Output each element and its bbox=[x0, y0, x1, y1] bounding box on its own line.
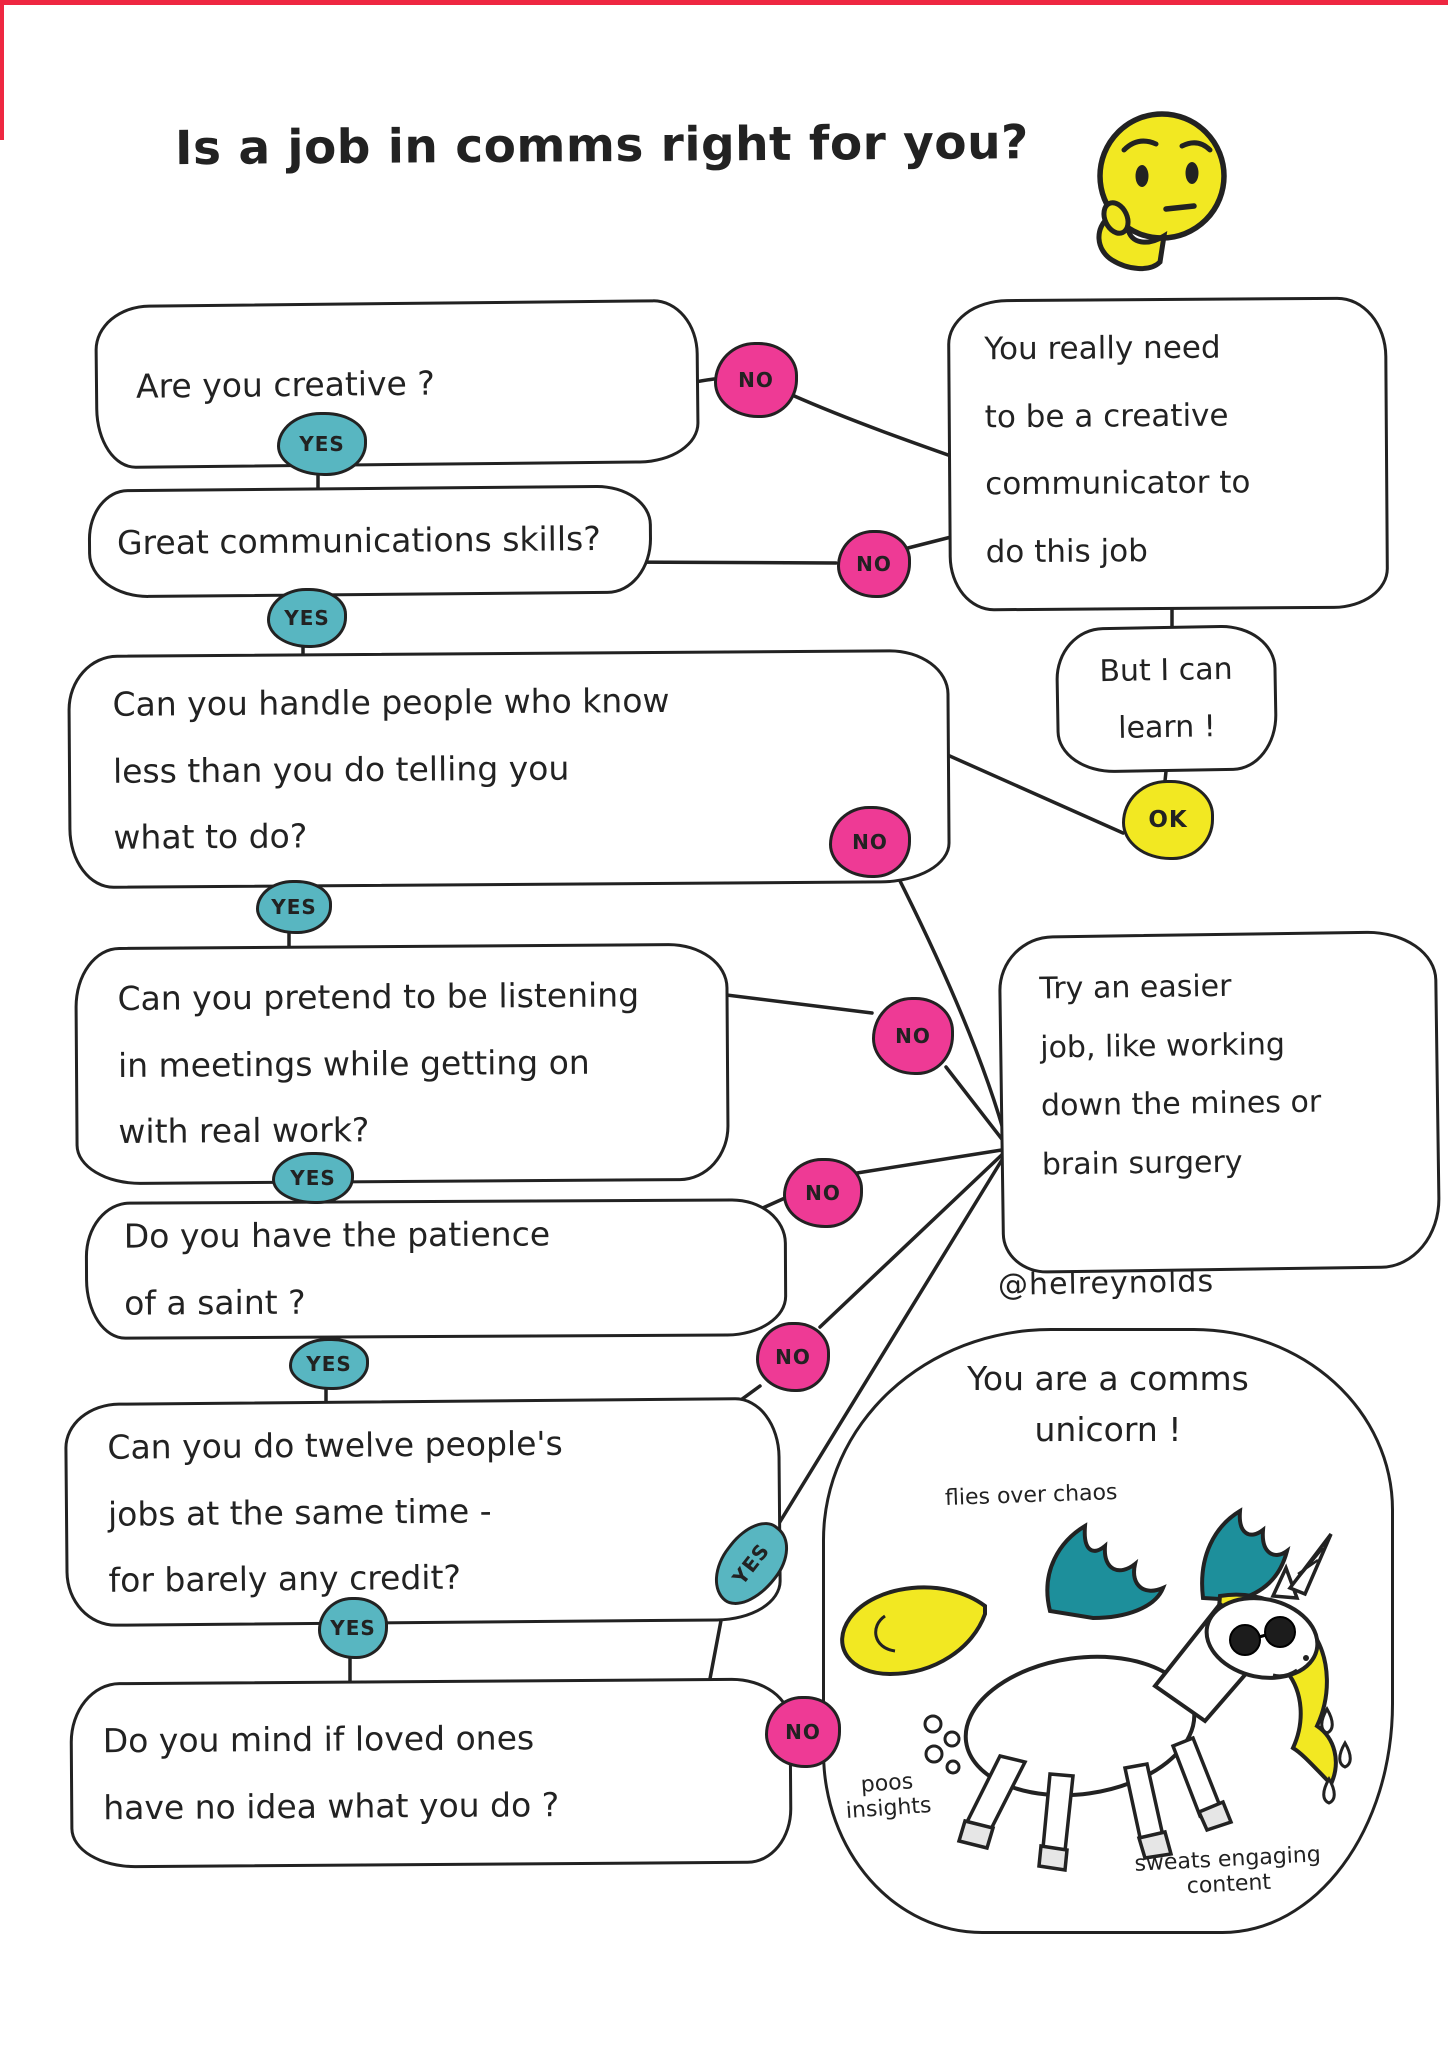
outcome-text-easier-job: Try an easier job, like working down the… bbox=[1039, 968, 1322, 1182]
outcome-bubble-but-learn: But I can learn ! bbox=[1054, 624, 1279, 774]
page-title: Is a job in comms right for you? bbox=[174, 115, 1030, 177]
question-text-7: Do you mind if loved ones have no idea w… bbox=[102, 1718, 560, 1828]
outcome-bubble-need-creative: You really need to be a creative communi… bbox=[946, 296, 1390, 612]
unicorn-ear bbox=[1270, 1563, 1300, 1600]
caption-poos-insights: poos insights bbox=[845, 1769, 933, 1824]
no-node-5: NO bbox=[783, 1158, 863, 1228]
yes-label: YES bbox=[330, 1616, 376, 1640]
ok-label: OK bbox=[1148, 807, 1188, 833]
no-node-7: NO bbox=[765, 1696, 841, 1768]
scan-edge-left bbox=[0, 0, 4, 140]
outcome-bubble-easier-job: Try an easier job, like working down the… bbox=[997, 929, 1442, 1275]
no-label: NO bbox=[852, 830, 888, 854]
ok-node: OK bbox=[1122, 780, 1214, 860]
no-label: NO bbox=[738, 368, 774, 392]
yes-node-2: YES bbox=[267, 588, 347, 648]
no-label: NO bbox=[785, 1720, 821, 1744]
question-bubble-7: Do you mind if loved ones have no idea w… bbox=[69, 1677, 793, 1869]
yes-node-5: YES bbox=[289, 1338, 369, 1390]
yes-label: YES bbox=[290, 1166, 336, 1190]
no-node-4: NO bbox=[872, 997, 954, 1075]
yes-label: YES bbox=[299, 432, 345, 456]
yes-node-3: YES bbox=[256, 880, 332, 934]
no-label: NO bbox=[856, 552, 892, 576]
unicorn-nostril bbox=[1303, 1655, 1309, 1661]
yes-node-1: YES bbox=[277, 412, 367, 476]
outcome-bubble-unicorn: You are a comms unicorn ! flies over cha… bbox=[822, 1328, 1394, 1934]
question-bubble-6: Can you do twelve people's jobs at the s… bbox=[64, 1396, 782, 1628]
unicorn-illustration bbox=[840, 1507, 1352, 1873]
unicorn-horn-rings bbox=[1293, 1547, 1324, 1584]
question-bubble-5: Do you have the patience of a saint ? bbox=[84, 1198, 788, 1340]
poo-circles bbox=[923, 1714, 961, 1775]
no-node-1: NO bbox=[714, 342, 798, 418]
question-bubble-4: Can you pretend to be listening in meeti… bbox=[74, 942, 730, 1186]
attribution-handle: @helreynolds bbox=[997, 1264, 1215, 1303]
question-bubble-3: Can you handle people who know less than… bbox=[67, 648, 951, 890]
question-bubble-1: Are you creative ? bbox=[94, 298, 700, 470]
unicorn-legs bbox=[956, 1735, 1234, 1873]
no-label: NO bbox=[805, 1181, 841, 1205]
yes-label: YES bbox=[271, 895, 317, 919]
no-node-2: NO bbox=[837, 530, 911, 598]
unicorn-tail bbox=[840, 1585, 987, 1677]
question-bubble-2: Great communications skills? bbox=[87, 484, 653, 599]
yes-node-4: YES bbox=[272, 1152, 354, 1204]
outcome-text-but-learn: But I can learn ! bbox=[1099, 651, 1233, 746]
yes-label: YES bbox=[727, 1538, 775, 1590]
yes-label: YES bbox=[306, 1352, 352, 1376]
question-text-6: Can you do twelve people's jobs at the s… bbox=[107, 1423, 563, 1601]
caption-sweats-content: sweats engaging content bbox=[1133, 1842, 1322, 1900]
question-text-5: Do you have the patience of a saint ? bbox=[123, 1214, 551, 1323]
no-node-3: NO bbox=[829, 806, 911, 878]
outcome-text-need-creative: You really need to be a creative communi… bbox=[984, 329, 1251, 571]
no-node-6: NO bbox=[756, 1322, 830, 1392]
question-text-1: Are you creative ? bbox=[135, 363, 435, 406]
yes-node-6: YES bbox=[318, 1597, 388, 1659]
unicorn-sunglasses bbox=[1229, 1616, 1296, 1656]
unicorn-wing-right bbox=[1200, 1507, 1291, 1603]
sweat-droplets bbox=[1320, 1706, 1352, 1805]
unicorn-head bbox=[1204, 1596, 1320, 1680]
question-text-3: Can you handle people who know less than… bbox=[112, 680, 670, 858]
outcome-text-unicorn: You are a comms unicorn ! bbox=[967, 1359, 1249, 1450]
question-text-4: Can you pretend to be listening in meeti… bbox=[117, 975, 640, 1152]
unicorn-wing-left bbox=[1045, 1522, 1167, 1621]
unicorn-tail-curl bbox=[874, 1614, 896, 1653]
no-label: NO bbox=[895, 1024, 931, 1048]
no-label: NO bbox=[775, 1345, 811, 1369]
unicorn-mouth bbox=[1272, 1668, 1298, 1678]
thinking-face-icon bbox=[1096, 111, 1227, 271]
scan-edge-top bbox=[0, 0, 1448, 5]
yes-label: YES bbox=[284, 606, 330, 630]
question-text-2: Great communications skills? bbox=[116, 519, 601, 563]
